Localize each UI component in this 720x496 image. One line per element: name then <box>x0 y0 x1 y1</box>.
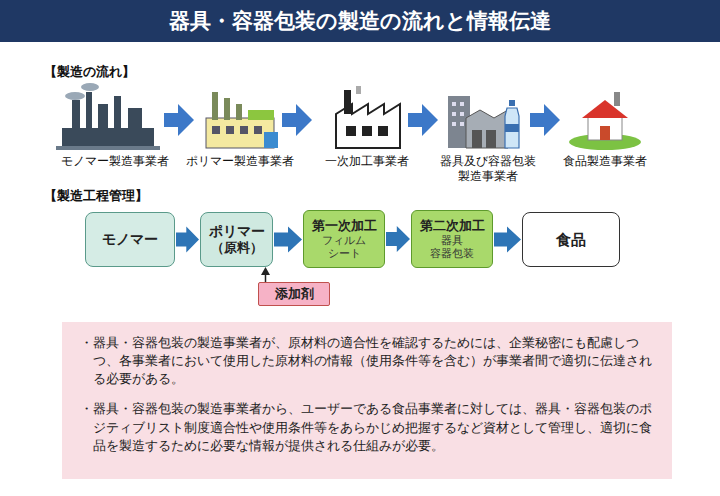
box-heading: 添加剤 <box>275 286 314 302</box>
box-heading: ポリマー <box>209 223 265 240</box>
additive-box: 添加剤 <box>258 282 330 306</box>
box-heading: 食品 <box>556 231 586 249</box>
connector-arrow <box>261 267 270 282</box>
connector-arrow <box>386 226 410 252</box>
container-maker-icon <box>448 96 519 148</box>
actor-caption: 一次加工事業者 <box>312 154 422 169</box>
box-text: シート <box>328 247 361 260</box>
title: 器具・容器包装の製造の流れと情報伝達 <box>0 0 720 42</box>
note-text: ・器具・容器包装の製造事業者が、原材料の適合性を確認するためには、企業秘密にも配… <box>80 334 654 388</box>
note-text: ・器具・容器包装の製造事業者から、ユーザーである食品事業者に対しては、器具・容器… <box>80 400 654 454</box>
section-heading: 【製造の流れ】 <box>44 64 184 80</box>
actor-caption: 食品製造事業者 <box>548 154 662 169</box>
actor-caption: モノマー製造事業者 <box>50 154 180 169</box>
section-heading: 【製造工程管理】 <box>44 188 204 204</box>
box-text: フィルム <box>322 234 366 247</box>
actor-caption: 器具及び容器包装製造事業者 <box>436 154 540 184</box>
processing-plant-icon <box>336 86 400 148</box>
process-box: 第二次加工器具容器包装 <box>411 210 493 268</box>
monomer-plant-icon <box>56 83 160 150</box>
note-panel: ・器具・容器包装の製造事業者が、原材料の適合性を確認するためには、企業秘密にも配… <box>62 322 672 479</box>
connector-arrow <box>274 227 302 253</box>
box-heading: 第一次加工 <box>312 218 377 234</box>
process-box: 第一次加工フィルムシート <box>303 210 385 268</box>
box-text: 容器包装 <box>430 247 474 260</box>
actor-caption: ポリマー製造事業者 <box>180 154 300 169</box>
box-heading: 第二次加工 <box>420 218 485 234</box>
box-text: （原料） <box>211 240 263 256</box>
flow-arrow <box>164 104 560 136</box>
polymer-plant-icon <box>206 92 278 148</box>
process-box: ポリマー（原料） <box>200 212 273 267</box>
connector-arrow <box>494 227 521 253</box>
process-box: 食品 <box>522 212 620 267</box>
box-text: 器具 <box>441 234 463 247</box>
food-factory-icon <box>569 92 641 150</box>
box-heading: モノマー <box>102 231 158 248</box>
connector-arrow <box>176 227 199 253</box>
process-box: モノマー <box>85 212 175 267</box>
